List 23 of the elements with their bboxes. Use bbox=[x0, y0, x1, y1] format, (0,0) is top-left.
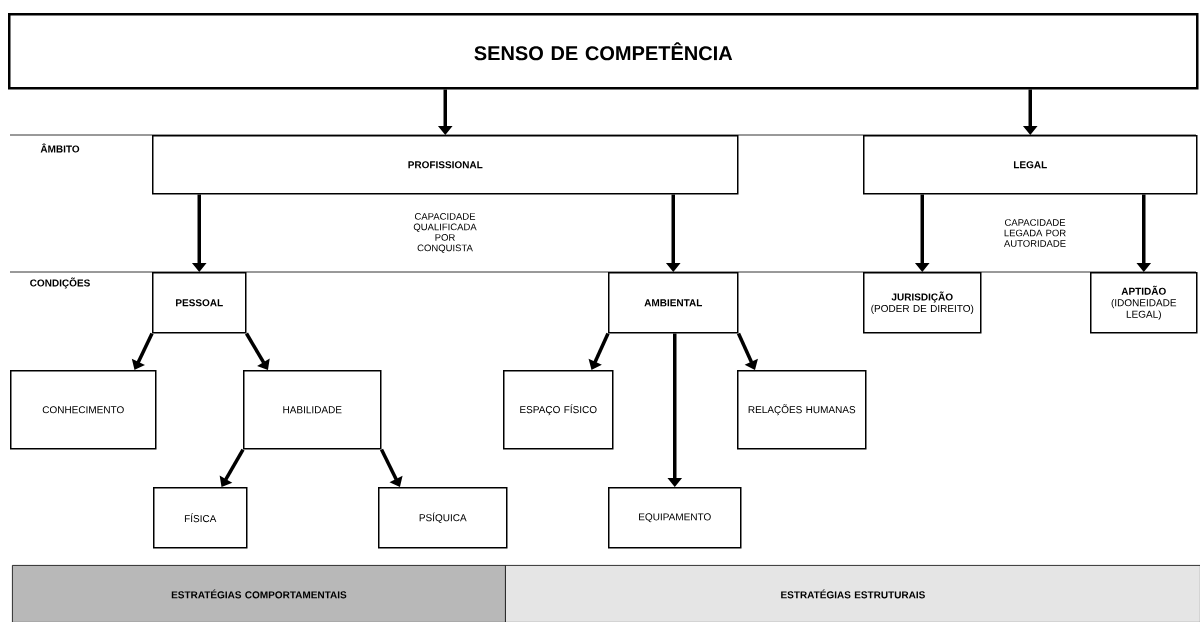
concept-box: AMBIENTAL bbox=[608, 272, 739, 334]
arrow bbox=[379, 448, 403, 487]
concept-box: LEGAL bbox=[863, 135, 1198, 195]
concept-box: APTIDÃO (IDONEIDADE LEGAL) bbox=[1090, 272, 1198, 334]
arrow bbox=[736, 332, 758, 370]
row-label: CAPACIDADE LEGADA POR AUTORIDADE bbox=[1003, 219, 1066, 247]
concept-box: JURISDIÇÃO (PODER DE DIREITO) bbox=[863, 272, 982, 334]
arrow bbox=[245, 332, 270, 370]
title-box: SENSO DE COMPETÊNCIA bbox=[8, 13, 1199, 90]
row-label: CONDIÇÕES bbox=[30, 277, 90, 289]
concept-box: EQUIPAMENTO bbox=[608, 487, 742, 549]
concept-box: PESSOAL bbox=[152, 272, 247, 334]
row-label: ÂMBITO bbox=[40, 143, 80, 153]
concept-box: CONHECIMENTO bbox=[10, 370, 157, 450]
concept-box: FÍSICA bbox=[153, 487, 248, 549]
concept-box: ESPAÇO FÍSICO bbox=[503, 370, 614, 450]
concept-box: RELAÇÕES HUMANAS bbox=[737, 370, 867, 450]
strategy-band: ESTRATÉGIAS ESTRUTURAIS bbox=[505, 565, 1200, 622]
concept-box: PROFISSIONAL bbox=[152, 135, 739, 195]
concept-box: HABILIDADE bbox=[243, 370, 382, 450]
concept-box: PSÍQUICA bbox=[378, 487, 508, 549]
strategy-band: ESTRATÉGIAS COMPORTAMENTAIS bbox=[12, 565, 506, 622]
row-label: CAPACIDADE QUALIFICADA POR CONQUISTA bbox=[413, 213, 477, 253]
